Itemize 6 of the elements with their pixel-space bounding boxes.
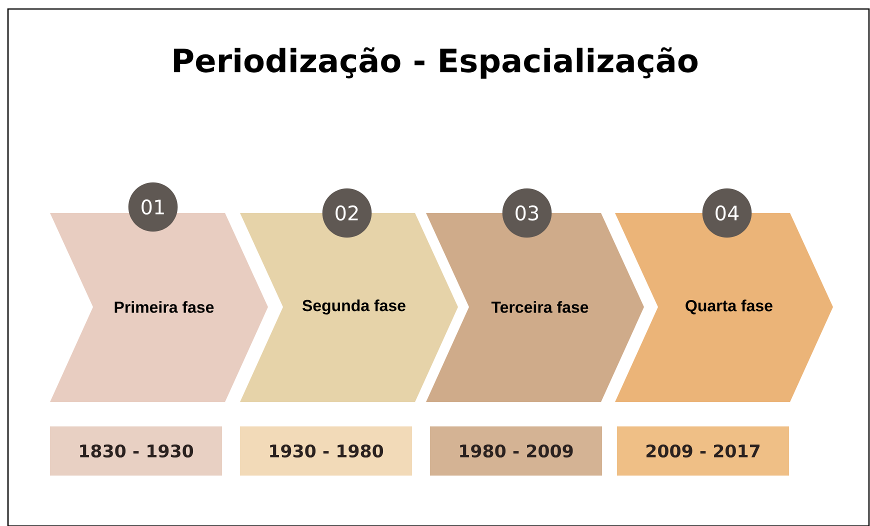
date-box: 1980 - 2009 — [430, 426, 602, 476]
date-box: 1830 - 1930 — [50, 426, 222, 476]
phase-banner: Primeira fase — [50, 213, 268, 402]
title: Periodização - Espacialização — [174, 47, 698, 79]
date-box: 2009 - 2017 — [617, 426, 789, 476]
date-box: 1930 - 1980 — [240, 426, 412, 476]
